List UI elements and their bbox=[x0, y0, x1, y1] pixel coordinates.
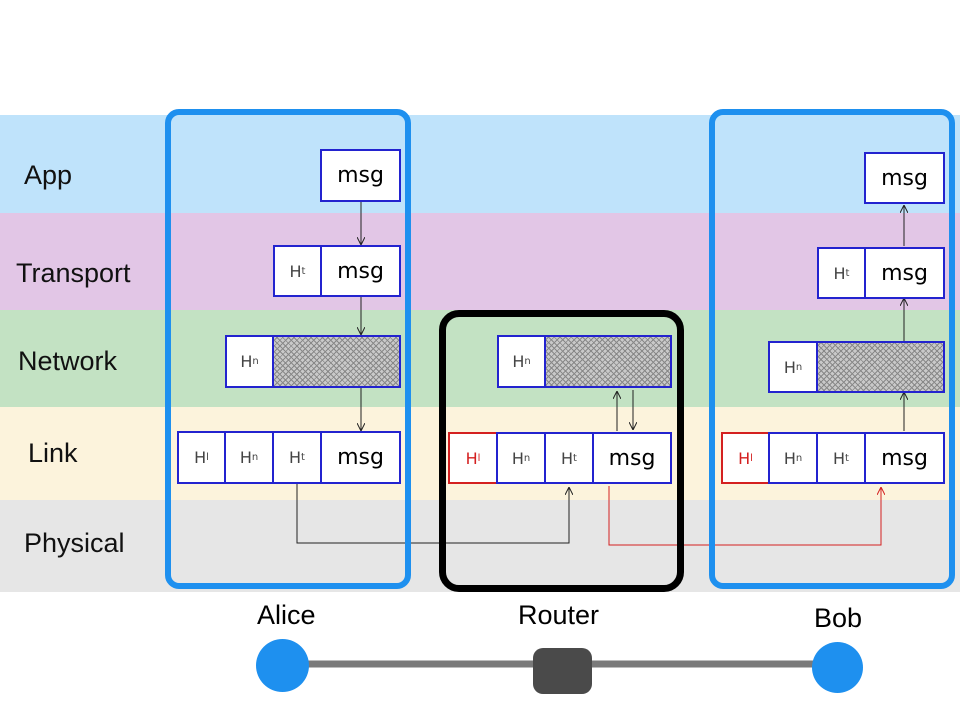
alice-label: Alice bbox=[257, 600, 316, 630]
bob-label: Bob bbox=[814, 603, 863, 633]
router-node-icon bbox=[533, 648, 592, 694]
bob-network-payload bbox=[816, 341, 945, 393]
router-network-payload bbox=[544, 335, 672, 388]
router-outline bbox=[439, 310, 684, 592]
bob-link-msg: msg bbox=[864, 432, 945, 484]
router-label: Router bbox=[518, 600, 600, 630]
bob-node-icon bbox=[812, 642, 863, 693]
app-layer-label: App bbox=[24, 160, 73, 190]
router-link-msg: msg bbox=[592, 432, 672, 484]
link-layer-label: Link bbox=[28, 438, 78, 468]
physical-layer-label: Physical bbox=[24, 528, 125, 558]
router-to-bob-wire bbox=[608, 486, 881, 546]
alice-to-router-wire bbox=[296, 484, 569, 544]
alice-transport-msg: msg bbox=[320, 245, 401, 297]
alice-link-msg: msg bbox=[320, 431, 401, 484]
alice-network-payload bbox=[272, 335, 401, 388]
physical-layer-band bbox=[0, 500, 960, 592]
network-layer-label: Network bbox=[18, 346, 118, 376]
transport-layer-label: Transport bbox=[16, 258, 131, 288]
bob-transport-msg: msg bbox=[864, 247, 945, 299]
alice-app-msg: msg bbox=[320, 149, 401, 202]
transport-layer-band bbox=[0, 213, 960, 310]
bob-host-outline bbox=[709, 109, 955, 589]
app-layer-band bbox=[0, 115, 960, 213]
alice-host-outline bbox=[165, 109, 411, 589]
alice-node-icon bbox=[256, 639, 309, 692]
bob-app-msg: msg bbox=[864, 152, 945, 204]
